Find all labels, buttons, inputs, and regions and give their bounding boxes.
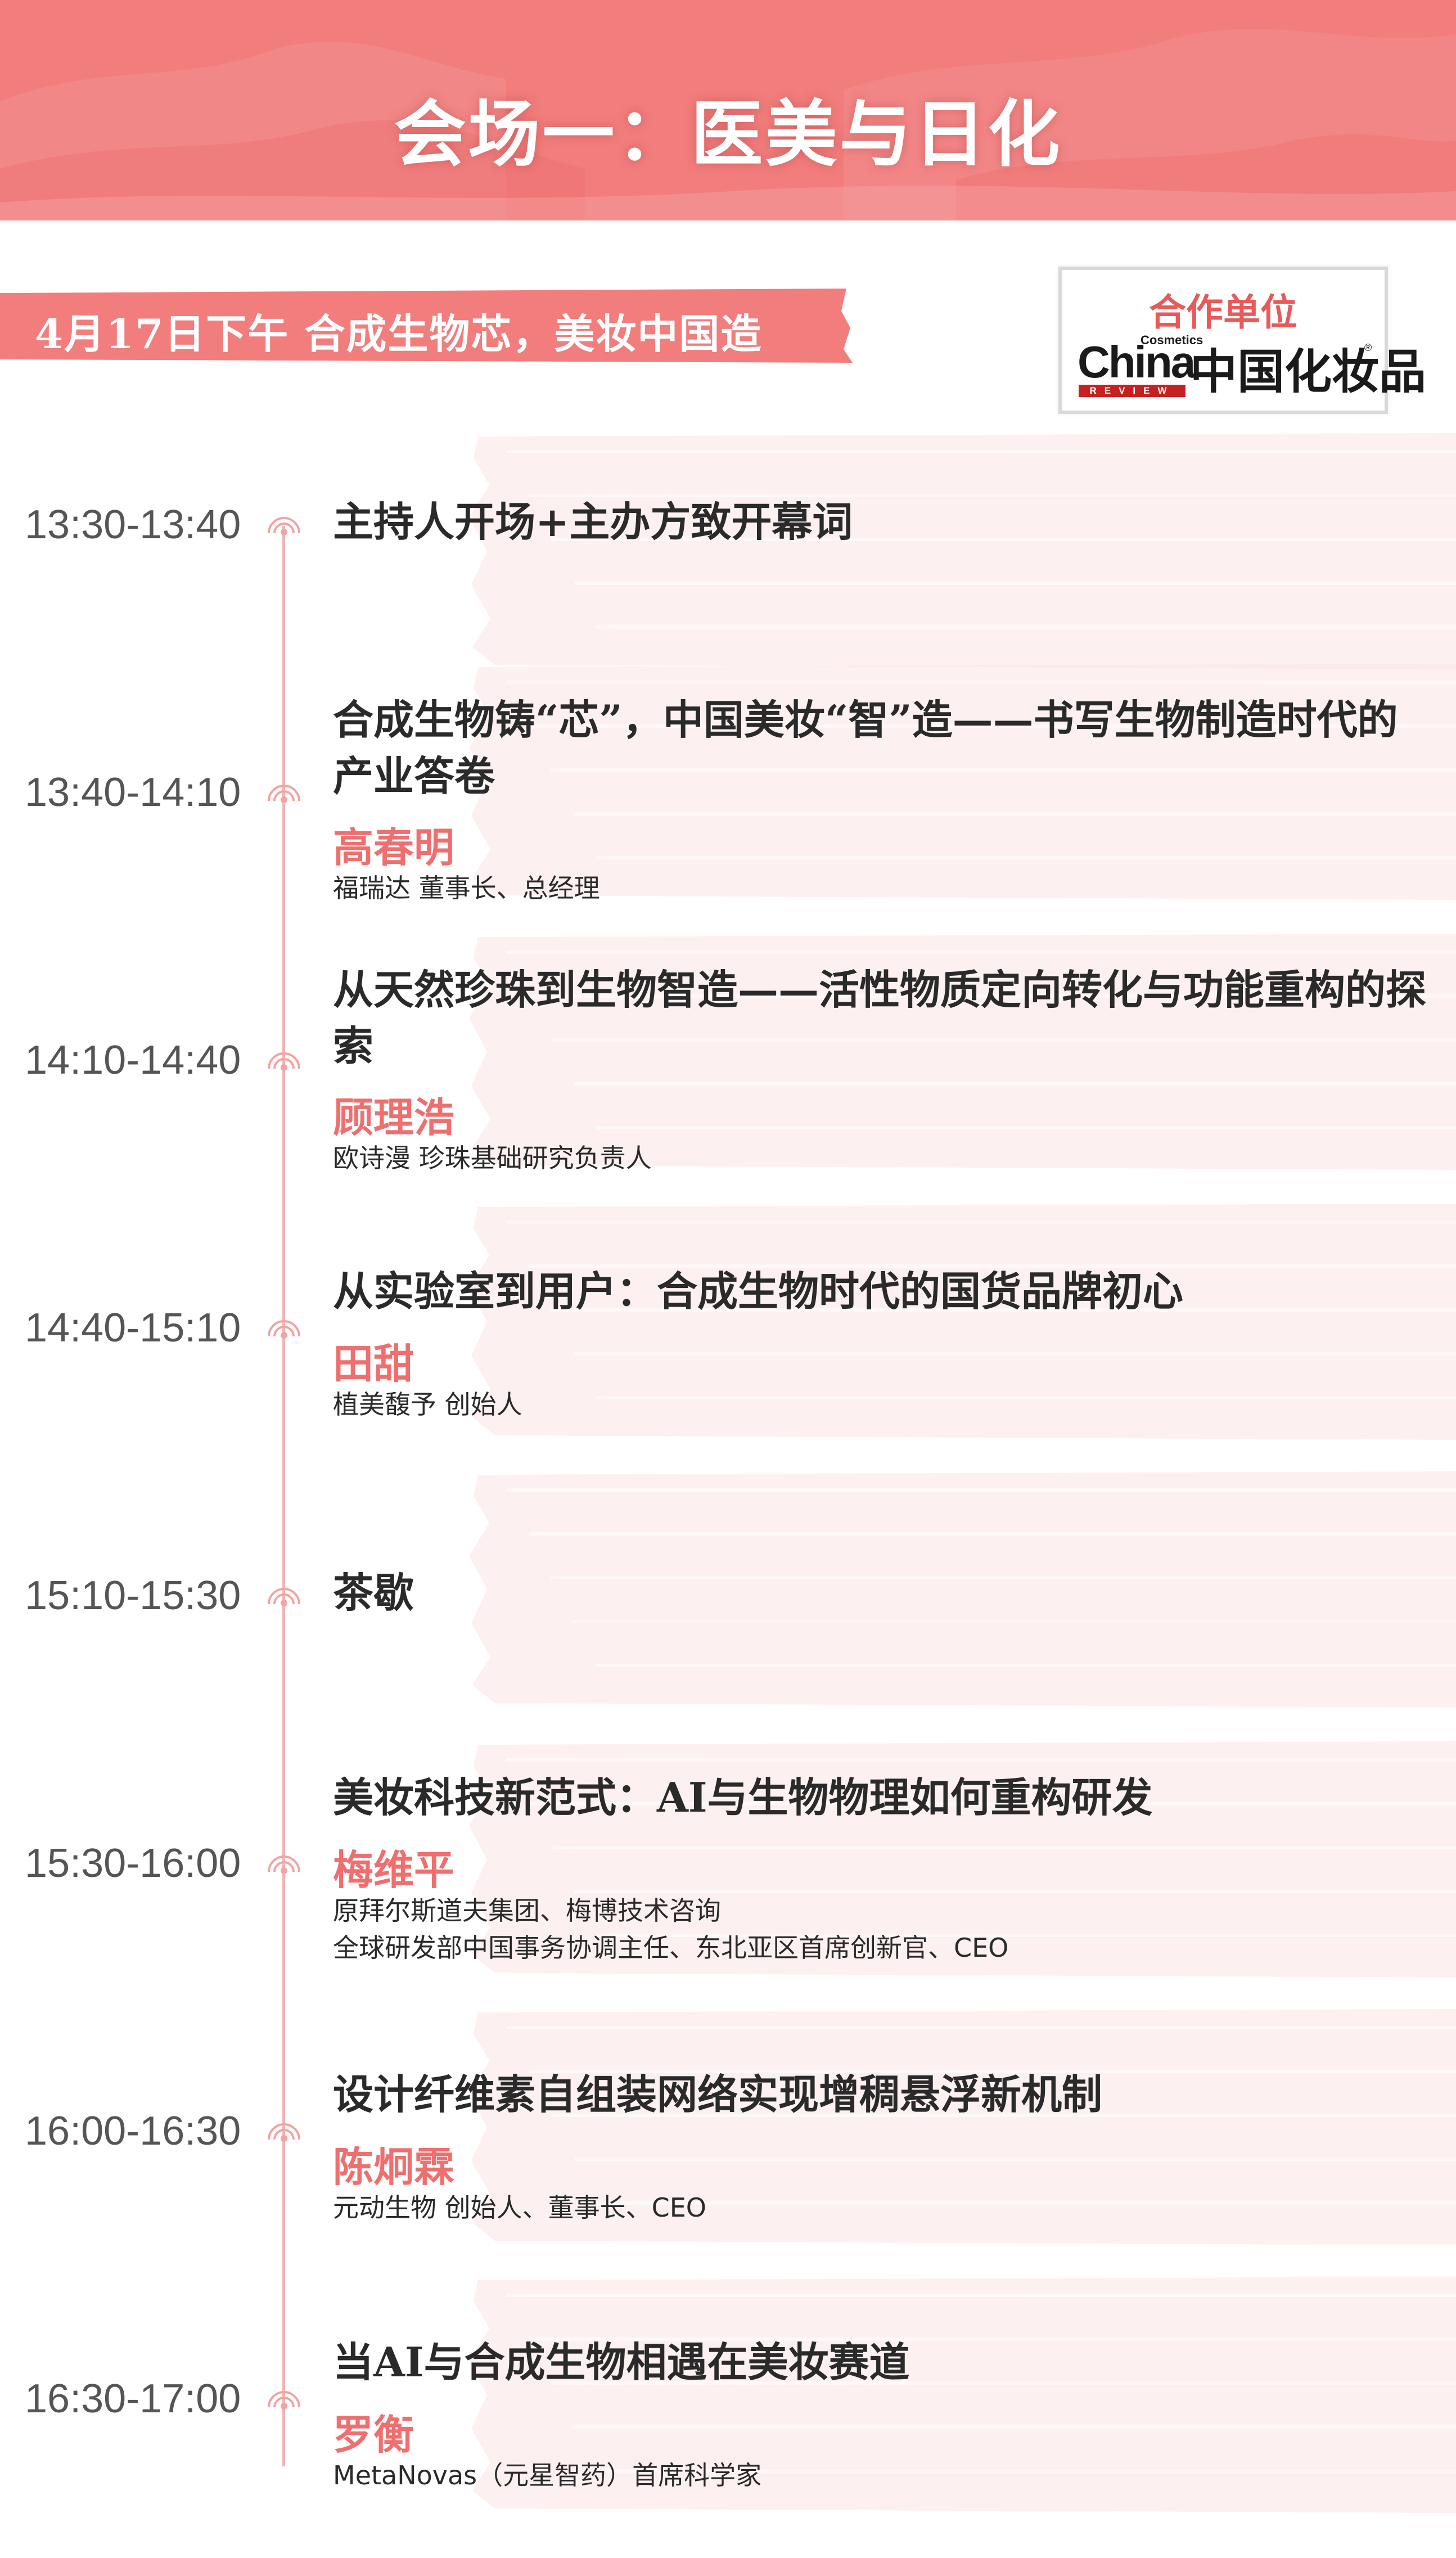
topic-title: 当AI与合成生物相遇在美妆赛道 [333, 2338, 910, 2386]
topic-title: 合成生物铸“芯”，中国美妆“智”造——书写生物制造时代的产业答卷 [333, 696, 1398, 800]
mountain-decoration [0, 29, 1456, 220]
timeline-dot-icon [268, 1052, 300, 1071]
speaker-org: 元动生物 创始人、董事长、CEO [333, 2192, 707, 2223]
speaker-org: 原拜尔斯道夫集团、梅博技术咨询 [333, 1895, 721, 1926]
logo-chinese-text: 中国化妆品 [1190, 344, 1427, 399]
time-slot: 14:10-14:40 [25, 1038, 241, 1083]
topic-title: 从实验室到用户：合成生物时代的国货品牌初心 [333, 1267, 1184, 1315]
brush-stroke-background [461, 1471, 1456, 1708]
header-banner: 会场一：医美与日化 [0, 0, 1456, 220]
brush-stroke-background [461, 664, 1456, 900]
topic-title: 茶歇 [333, 1569, 414, 1616]
speaker-org: 福瑞达 董事长、总经理 [333, 873, 600, 903]
time-slot: 16:00-16:30 [25, 2109, 241, 2154]
time-slot: 15:10-15:30 [25, 1573, 241, 1618]
registered-mark: ® [1364, 342, 1372, 353]
brush-stroke-background [461, 2009, 1456, 2245]
brush-stroke-background [461, 934, 1456, 1170]
speaker-name: 梅维平 [333, 1846, 455, 1894]
time-slot: 15:30-16:00 [25, 1841, 241, 1886]
speaker-org: MetaNovas（元星智药）首席科学家 [333, 2460, 762, 2491]
speaker-org: 欧诗漫 珍珠基础研究负责人 [333, 1143, 652, 1173]
topic-title: 从天然珍珠到生物智造——活性物质定向转化与功能重构的探索 [333, 966, 1427, 1070]
time-slot: 14:40-15:10 [25, 1305, 241, 1350]
session-date-title: 4月17日下午 合成生物芯，美妆中国造 [35, 310, 763, 358]
timeline-dot-icon [268, 2123, 300, 2142]
timeline-dot-icon [268, 517, 300, 535]
speaker-org: 全球研发部中国事务协调主任、东北亚区首席创新官、CEO [333, 1933, 1009, 1963]
speaker-org: 植美馥予 创始人 [333, 1389, 522, 1420]
partner-logo: China Cosmetics REVIEW 中国化妆品 ® [1078, 333, 1426, 399]
brush-stroke-background [461, 1741, 1456, 1978]
timeline-dot-icon [268, 1588, 300, 1606]
timeline-dot-icon [268, 1856, 300, 1874]
logo-review-text: REVIEW [1079, 385, 1185, 397]
logo-cosmetics-text: Cosmetics [1141, 333, 1203, 347]
topic-title: 主持人开场+主办方致开幕词 [333, 498, 853, 546]
timeline-dot-icon [268, 1320, 300, 1339]
speaker-name: 高春明 [333, 823, 455, 871]
logo-latin-text: China [1078, 337, 1196, 387]
brush-stroke-background [461, 2277, 1456, 2513]
page-title: 会场一：医美与日化 [394, 92, 1062, 177]
speaker-name: 罗衡 [333, 2411, 414, 2458]
brush-stroke-background [461, 433, 1456, 669]
topic-title: 设计纤维素自组装网络实现增稠悬浮新机制 [333, 2070, 1103, 2118]
timeline-line [282, 526, 285, 2466]
time-slot: 16:30-17:00 [25, 2376, 241, 2421]
brush-stroke-background [461, 1204, 1456, 1440]
date-ribbon: 4月17日下午 合成生物芯，美妆中国造 [0, 289, 855, 363]
speaker-name: 田甜 [333, 1340, 414, 1388]
timeline-dot-icon [268, 2391, 300, 2410]
ribbon-shape [0, 289, 853, 363]
partner-title: 合作单位 [1149, 291, 1297, 334]
partner-box: 合作单位 China Cosmetics REVIEW 中国化妆品 ® [1058, 267, 1426, 414]
time-slot: 13:40-14:10 [25, 770, 241, 815]
speaker-name: 顾理浩 [333, 1093, 455, 1141]
speaker-name: 陈炯霖 [333, 2143, 455, 2191]
timeline-dot-icon [268, 785, 300, 803]
time-slot: 13:30-13:40 [25, 502, 241, 547]
topic-title: 美妆科技新范式：AI与生物物理如何重构研发 [333, 1773, 1153, 1821]
